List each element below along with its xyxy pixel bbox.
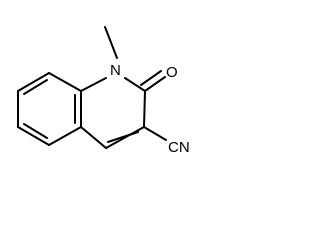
bond-c5-c4a: [48, 126, 82, 146]
bond-c8a-n1: [80, 77, 107, 92]
bond-c4-c4a: [80, 126, 107, 149]
bond-c2-o-1: [144, 76, 166, 92]
bond-n1-c2: [124, 77, 146, 92]
nitrogen-label: N: [110, 62, 121, 79]
bond-c8-c7-inner: [23, 79, 48, 95]
bond-c2-c3: [143, 90, 146, 128]
bond-c6-c5-inner: [23, 123, 48, 139]
bond-c8-c7: [17, 72, 50, 92]
bond-c3-c4-inner: [107, 131, 139, 143]
quinolinone-structure: N O CN: [17, 26, 190, 156]
methyl-bond: [104, 26, 118, 59]
bond-c3-cn: [143, 126, 167, 141]
bond-c8a-c8: [48, 72, 82, 92]
nitrile-label: CN: [168, 139, 190, 156]
bond-c3-c4: [105, 126, 145, 149]
oxygen-label: O: [166, 64, 178, 81]
bond-c2-o-2: [140, 70, 162, 86]
bond-c6-c5: [17, 126, 50, 146]
